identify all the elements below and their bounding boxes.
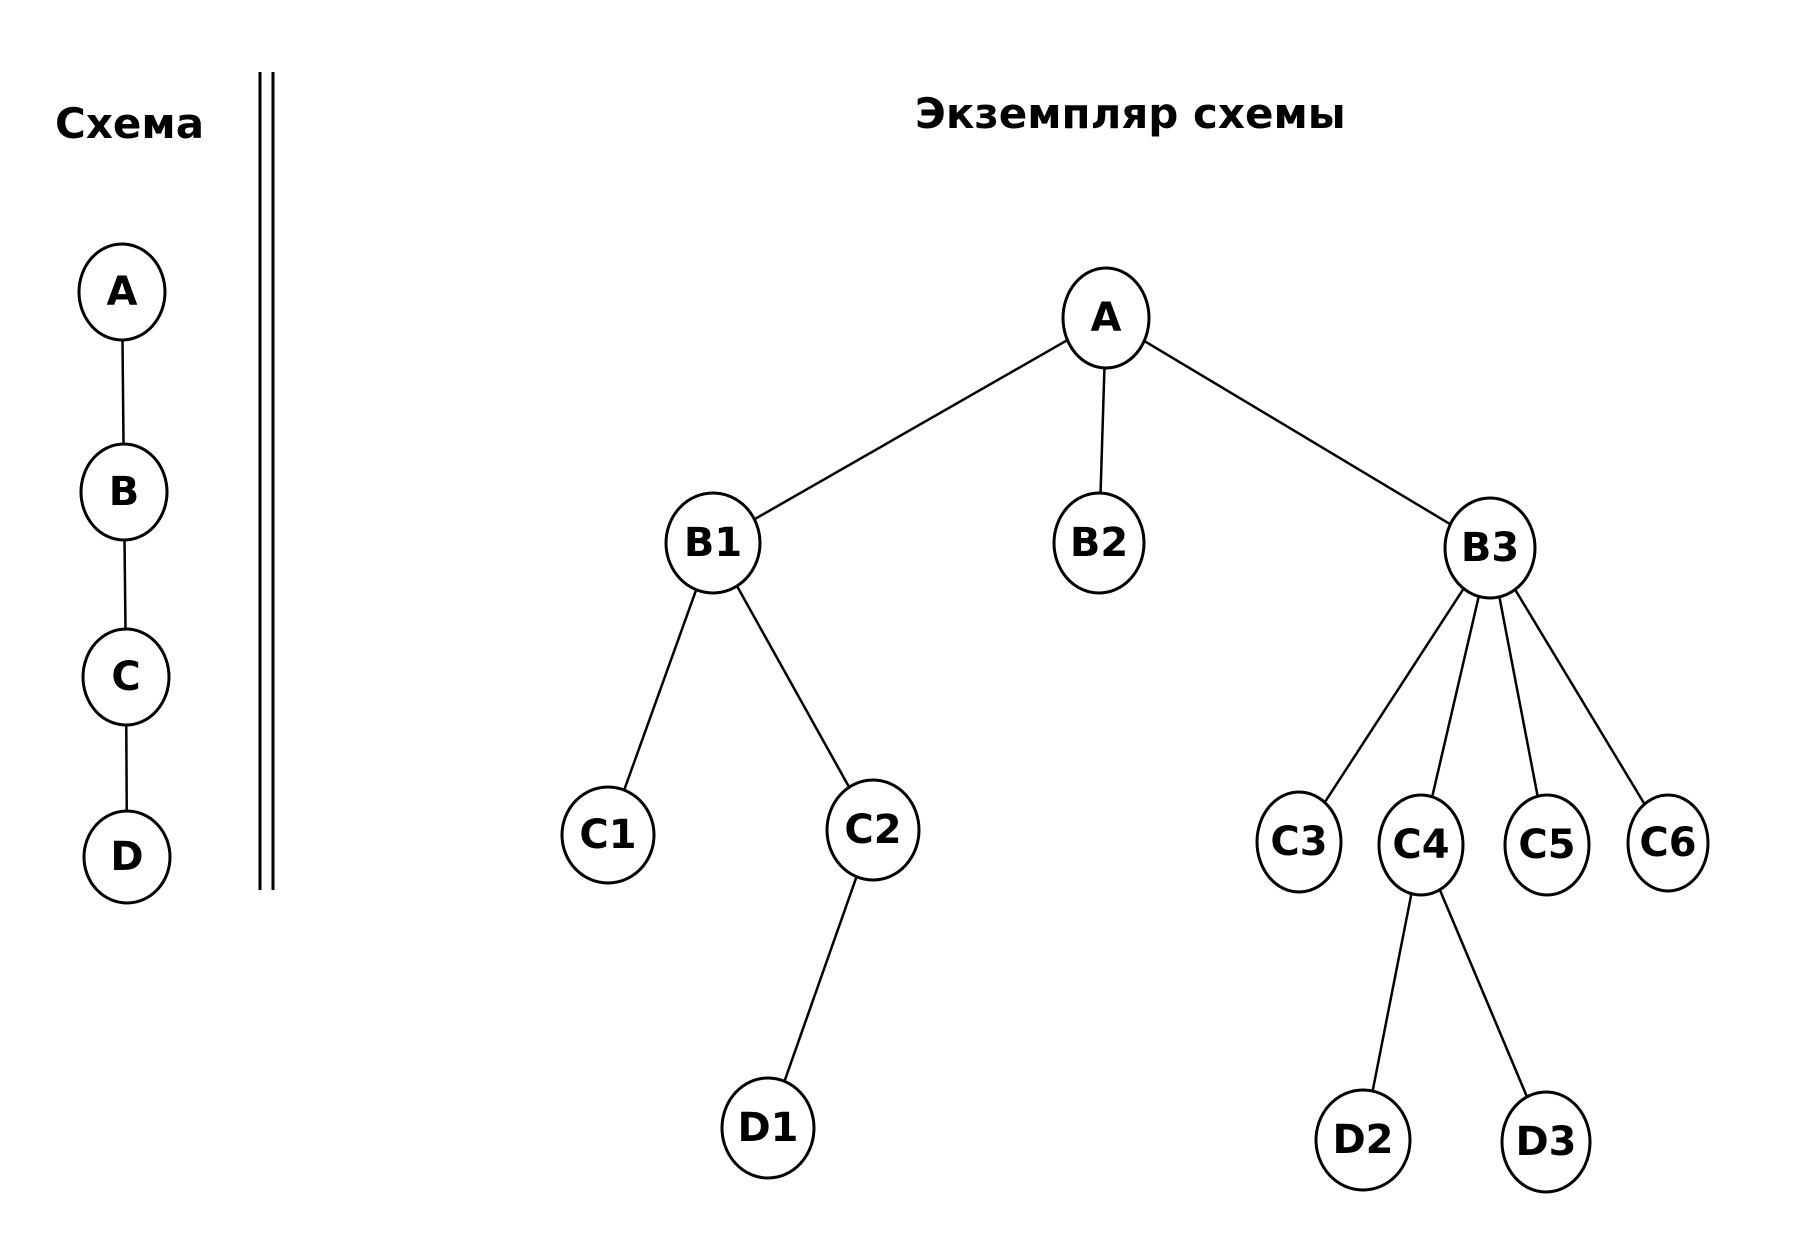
instance-node-circle: [1052, 491, 1146, 595]
instance-node-circle: [560, 785, 656, 885]
schema-node-circle: [79, 442, 169, 542]
instance-node-label: B1: [684, 520, 742, 566]
instance-node-circle: [720, 1076, 816, 1180]
instance-node-circle: [1626, 793, 1710, 893]
schema-node-circle: [77, 242, 167, 342]
instance-edge-a-b2: [1099, 367, 1106, 494]
instance-node-circle: [1314, 1088, 1412, 1192]
instance-node-label: C3: [1270, 819, 1327, 865]
instance-node-label: B3: [1461, 525, 1519, 571]
instance-node-b2: B2: [1052, 491, 1146, 595]
instance-node-c2: C2: [825, 778, 921, 882]
instance-edge-b3-c4: [1430, 596, 1480, 798]
instance-node-c6: C6: [1626, 793, 1710, 893]
schema-node-circle: [81, 627, 171, 727]
instance-title: Экземпляр схемы: [915, 89, 1346, 138]
instance-edge-b3-c5: [1498, 596, 1539, 797]
instance-edge-b3-c6: [1513, 588, 1646, 805]
schema-node-circle: [82, 809, 172, 905]
instance-node-circle: [1061, 266, 1151, 370]
instance-node-label: C5: [1518, 822, 1575, 868]
instance-node-b1: B1: [664, 491, 762, 595]
instance-node-circle: [664, 491, 762, 595]
instance-edge-b3-c3: [1323, 587, 1465, 804]
instance-node-circle: [1503, 793, 1591, 897]
instance-node-b3: B3: [1443, 496, 1537, 600]
instance-edge-b1-c1: [622, 589, 698, 791]
schema-nodes: A B C D: [77, 242, 172, 905]
instance-node-label: C6: [1639, 820, 1696, 866]
schema-node-label: C: [111, 654, 140, 700]
instance-node-label: C1: [579, 812, 636, 858]
schema-node-d: D: [82, 809, 172, 905]
instance-node-label: C2: [844, 807, 901, 853]
instance-node-c1: C1: [560, 785, 656, 885]
schema-node-c: C: [81, 627, 171, 727]
instance-node-label: D2: [1332, 1117, 1393, 1163]
instance-node-d1: D1: [720, 1076, 816, 1180]
schema-node-a: A: [77, 242, 167, 342]
schema-node-label: D: [110, 834, 143, 880]
instance-node-c4: C4: [1377, 793, 1465, 897]
instance-node-label: D3: [1515, 1119, 1576, 1165]
instance-node-d3: D3: [1500, 1090, 1592, 1194]
instance-edge-c4-d3: [1438, 889, 1529, 1098]
instance-node-circle: [1443, 496, 1537, 600]
schema-edge-a-b: [121, 339, 125, 445]
instance-node-label: C4: [1392, 822, 1449, 868]
instance-node-circle: [1255, 790, 1343, 894]
schema-node-label: A: [107, 269, 138, 315]
instance-edge-b1-c2: [735, 585, 851, 788]
instance-node-label: A: [1091, 295, 1122, 341]
schema-node-b: B: [79, 442, 169, 542]
instance-node-circle: [825, 778, 921, 882]
schema-edge-b-c: [123, 539, 127, 630]
instance-edge-c2-d1: [783, 876, 858, 1082]
instance-edge-a-b1: [753, 339, 1069, 521]
schema-node-label: B: [109, 469, 140, 515]
instance-node-circle: [1500, 1090, 1592, 1194]
schema-edges: [121, 339, 128, 812]
instance-node-a: A: [1061, 266, 1151, 370]
instance-node-c3: C3: [1255, 790, 1343, 894]
instance-node-label: D1: [737, 1105, 798, 1151]
schema-title: Схема: [55, 99, 204, 148]
instance-edge-c4-d2: [1371, 893, 1413, 1092]
instance-node-d2: D2: [1314, 1088, 1412, 1192]
instance-node-circle: [1377, 793, 1465, 897]
instance-edges: [622, 339, 1646, 1098]
instance-node-c5: C5: [1503, 793, 1591, 897]
instance-edge-a-b3: [1143, 339, 1452, 526]
instance-node-label: B2: [1070, 520, 1128, 566]
